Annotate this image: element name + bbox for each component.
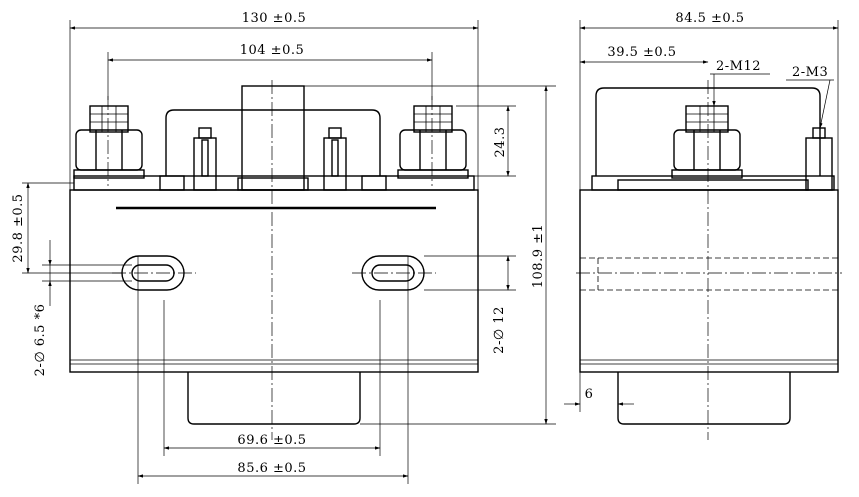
dim-terminal-offset: 39.5 ±0.5 [607, 45, 676, 60]
side-terminal [671, 105, 743, 179]
dim-nut-height: 24.3 [493, 127, 508, 158]
front-dimensions: 130 ±0.5 104 ±0.5 24.3 108.9 ±1 29.8 ±0.… [11, 11, 556, 484]
callout-aux-thread: 2-M3 [792, 65, 828, 80]
dim-slot-hole: 2-∅ 6.5 *6 [33, 304, 48, 377]
dim-overall-depth: 84.5 ±0.5 [675, 11, 744, 26]
front-aux-pin-left [193, 127, 217, 191]
dim-slot-height: 2-∅ 12 [492, 306, 507, 354]
front-center-tower [241, 85, 305, 191]
front-cover [165, 109, 381, 176]
front-terminal-left [73, 105, 145, 179]
side-view [576, 80, 842, 440]
dim-overall-height: 108.9 ±1 [531, 224, 546, 289]
front-terminal-right [397, 105, 469, 179]
dim-base-setback: 6 [585, 387, 594, 402]
side-aux-pin [805, 127, 833, 191]
side-body [579, 189, 839, 373]
dim-terminal-spacing: 104 ±0.5 [240, 43, 305, 58]
side-bottom-boss [617, 372, 791, 425]
dim-slot-offset: 29.8 ±0.5 [11, 193, 26, 262]
front-bottom-boss [187, 372, 361, 425]
dim-slot-spacing: 85.6 ±0.5 [237, 461, 306, 476]
front-aux-pin-right [323, 127, 347, 191]
dim-base-width: 69.6 ±0.5 [237, 433, 306, 448]
side-dimensions: 84.5 ±0.5 39.5 ±0.5 2-M12 2-M3 6 [564, 11, 839, 412]
callout-main-thread: 2-M12 [716, 59, 761, 74]
dim-overall-width: 130 ±0.5 [242, 11, 307, 26]
front-view [69, 80, 479, 440]
